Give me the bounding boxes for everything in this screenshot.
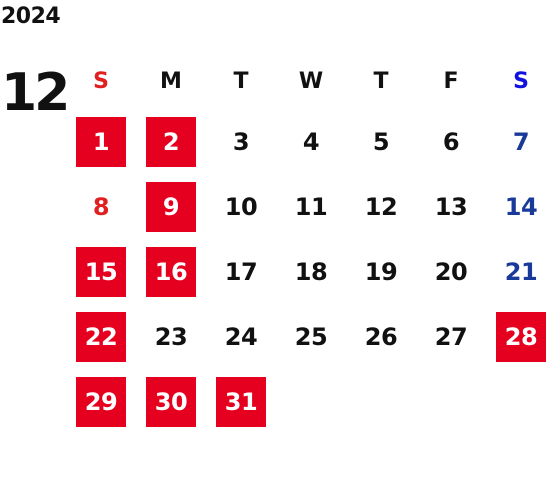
day-cell-6: 6 <box>442 128 460 156</box>
day-cell-1: 1 <box>76 117 126 167</box>
day-cell-2: 2 <box>146 117 196 167</box>
day-cell-19: 19 <box>364 258 398 286</box>
day-cell-28: 28 <box>496 312 546 362</box>
weekday-header-3: W <box>298 69 324 94</box>
day-cell-24: 24 <box>224 323 258 351</box>
weekday-header-6: S <box>513 69 529 94</box>
day-cell-14: 14 <box>504 193 538 221</box>
weekday-header-1: M <box>160 69 182 94</box>
weekday-header-2: T <box>233 69 249 94</box>
day-cell-11: 11 <box>294 193 328 221</box>
day-cell-22: 22 <box>76 312 126 362</box>
day-cell-31: 31 <box>216 377 266 427</box>
day-cell-13: 13 <box>434 193 468 221</box>
day-cell-9: 9 <box>146 182 196 232</box>
day-cell-15: 15 <box>76 247 126 297</box>
day-cell-10: 10 <box>224 193 258 221</box>
month-number: 12 <box>1 63 70 123</box>
day-cell-26: 26 <box>364 323 398 351</box>
year-label: 2024 <box>1 4 61 29</box>
day-cell-5: 5 <box>372 128 390 156</box>
day-cell-23: 23 <box>154 323 188 351</box>
day-cell-4: 4 <box>302 128 320 156</box>
day-cell-25: 25 <box>294 323 328 351</box>
day-cell-8: 8 <box>92 193 110 221</box>
day-cell-21: 21 <box>504 258 538 286</box>
day-cell-12: 12 <box>364 193 398 221</box>
day-cell-27: 27 <box>434 323 468 351</box>
weekday-header-5: F <box>443 69 459 94</box>
day-cell-29: 29 <box>76 377 126 427</box>
day-cell-3: 3 <box>232 128 250 156</box>
weekday-header-4: T <box>373 69 389 94</box>
day-cell-17: 17 <box>224 258 258 286</box>
day-cell-20: 20 <box>434 258 468 286</box>
day-cell-7: 7 <box>512 128 530 156</box>
day-cell-18: 18 <box>294 258 328 286</box>
weekday-header-0: S <box>93 69 109 94</box>
day-cell-30: 30 <box>146 377 196 427</box>
day-cell-16: 16 <box>146 247 196 297</box>
